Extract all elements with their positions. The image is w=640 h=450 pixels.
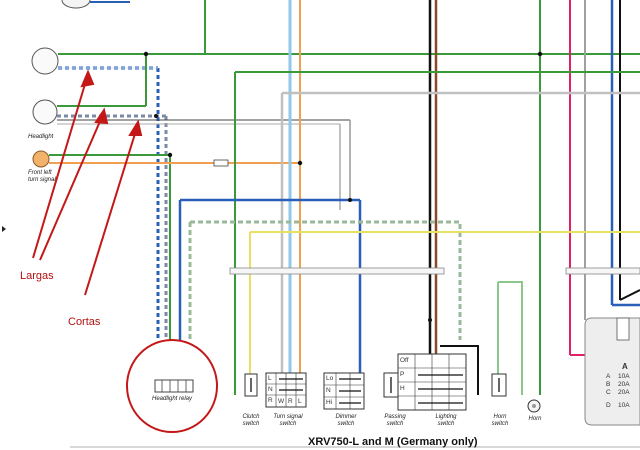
- turn-signal-switch-grid: [265, 372, 307, 408]
- fuse-row-a-value: 10A: [618, 373, 630, 380]
- fuse-box-fuse: [616, 317, 630, 341]
- wire-dashed-green-loop: [190, 220, 462, 340]
- dimmer-switch-label: Dimmer switch: [328, 414, 364, 428]
- lighting-switch-label: Lighting switch: [426, 414, 466, 428]
- horn-symbol-center: [532, 404, 536, 408]
- front-left-turn-signal-label: Front left turn signal: [28, 170, 56, 184]
- headlight-relay-label: Headlight relay: [152, 396, 193, 402]
- wire-black-lighting: [440, 345, 479, 395]
- turn-signal-switch-label-line1: Turn signal: [273, 414, 303, 420]
- turn-switch-col-r: R: [288, 398, 293, 405]
- horn-switch-label-line2: switch: [491, 421, 509, 427]
- left-edge-marker: [2, 226, 6, 232]
- passing-switch-label: Passing switch: [378, 414, 412, 428]
- lighting-switch-grid: [397, 353, 467, 411]
- dimmer-switch-grid: [323, 372, 365, 410]
- lighting-switch-label-line1: Lighting: [435, 414, 457, 420]
- lighting-switch-letter-p: P: [400, 371, 405, 378]
- connector-orange: [213, 159, 229, 167]
- horn-switch-label-line1: Horn: [493, 414, 507, 420]
- wire-black-diag-right: [619, 289, 640, 301]
- clutch-switch-label: Clutch switch: [234, 414, 268, 428]
- fuse-row-c-id: C: [606, 389, 611, 396]
- clutch-switch-label-line2: switch: [242, 421, 260, 427]
- turn-signal-switch-label: Turn signal switch: [266, 414, 310, 428]
- dimmer-switch-label-line2: switch: [337, 421, 355, 427]
- fuse-row-b-value: 20A: [618, 381, 630, 388]
- headlight-low-beam-lamp: [32, 99, 58, 125]
- fuse-row-a-id: A: [606, 373, 611, 380]
- fuse-row-d-id: D: [606, 402, 611, 409]
- turn-signal-switch-label-line2: switch: [279, 421, 297, 427]
- turn-switch-letter-n: N: [268, 386, 273, 393]
- headlight-relay-pins: [161, 380, 187, 392]
- fuse-row-b-id: B: [606, 381, 611, 388]
- turn-switch-letter-l: L: [268, 375, 272, 382]
- top-lamp-partial: [61, 0, 91, 9]
- horn-label: Horn: [528, 416, 542, 422]
- fuse-row-d-value: 10A: [618, 402, 630, 409]
- headlight-relay-highlight-circle: [126, 339, 218, 433]
- lighting-switch-label-line2: switch: [437, 421, 455, 427]
- diagram-title: XRV750-L and M (Germany only): [308, 436, 478, 448]
- dimmer-switch-label-line1: Dimmer: [335, 414, 357, 420]
- passing-switch-label-line2: switch: [386, 421, 404, 427]
- annotation-arrows: [32, 69, 143, 296]
- fuse-box: [584, 317, 640, 426]
- headlight-relay-box: [154, 379, 194, 393]
- front-left-turn-signal-label-line2: turn signal: [28, 177, 56, 183]
- annotation-cortas: Cortas: [68, 316, 101, 328]
- dimmer-switch-letter-n: N: [326, 387, 331, 394]
- horn-switch-label: Horn switch: [486, 414, 514, 428]
- annotation-largas: Largas: [20, 270, 54, 282]
- turn-switch-col-l: L: [298, 398, 302, 405]
- harness-bar-center: [229, 267, 445, 275]
- harness-bar-right: [565, 267, 640, 275]
- headlight-high-beam-lamp: [31, 47, 59, 75]
- fuse-row-c-value: 20A: [618, 389, 630, 396]
- dimmer-switch-letter-lo: Lo: [326, 375, 334, 382]
- turn-switch-col-w: W: [278, 398, 285, 405]
- front-left-turn-signal-lamp: [32, 150, 50, 168]
- headlight-label: Headlight: [28, 134, 54, 140]
- lighting-switch-letter-h: H: [400, 385, 405, 392]
- clutch-switch-label-line1: Clutch: [242, 414, 260, 420]
- front-left-turn-signal-label-line1: Front left: [28, 170, 52, 176]
- passing-switch-label-line1: Passing: [384, 414, 406, 420]
- junction-dots: [143, 51, 543, 322]
- dimmer-switch-letter-hi: Hi: [326, 399, 333, 406]
- lighting-switch-letter-off: Off: [400, 357, 409, 364]
- fuse-box-header: A: [622, 362, 628, 371]
- turn-switch-letter-r: R: [268, 397, 273, 404]
- wire-green-horn: [498, 281, 523, 395]
